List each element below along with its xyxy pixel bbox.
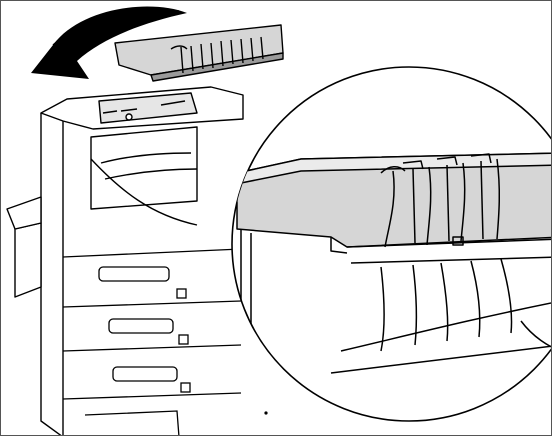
tray-indicator <box>180 382 191 393</box>
tray-handle <box>108 318 174 334</box>
magnifier-detail-circle <box>90 66 551 422</box>
tray-handle <box>98 266 170 282</box>
lens-edge-shadow <box>90 158 198 226</box>
magnified-rollers <box>380 153 501 248</box>
side-tray <box>14 222 42 298</box>
curved-arrow-icon <box>31 6 187 80</box>
side-tray-top <box>6 196 42 230</box>
tray-indicator <box>176 288 187 299</box>
paper-tray-1 <box>62 248 242 308</box>
cover-rollers <box>170 36 264 74</box>
tray-handle <box>112 366 178 382</box>
latch-tab <box>452 236 464 246</box>
output-area <box>90 126 198 210</box>
printer-body <box>6 86 244 435</box>
removed-top-cover-unit <box>114 24 284 82</box>
cover-front-edge <box>150 52 284 82</box>
tray-indicator <box>178 334 189 345</box>
paper-tray-3 <box>62 366 242 400</box>
top-opening <box>98 92 198 124</box>
paper-tray-2 <box>62 318 242 352</box>
paper-tray-4 <box>84 410 180 435</box>
screw-hole <box>264 411 268 415</box>
